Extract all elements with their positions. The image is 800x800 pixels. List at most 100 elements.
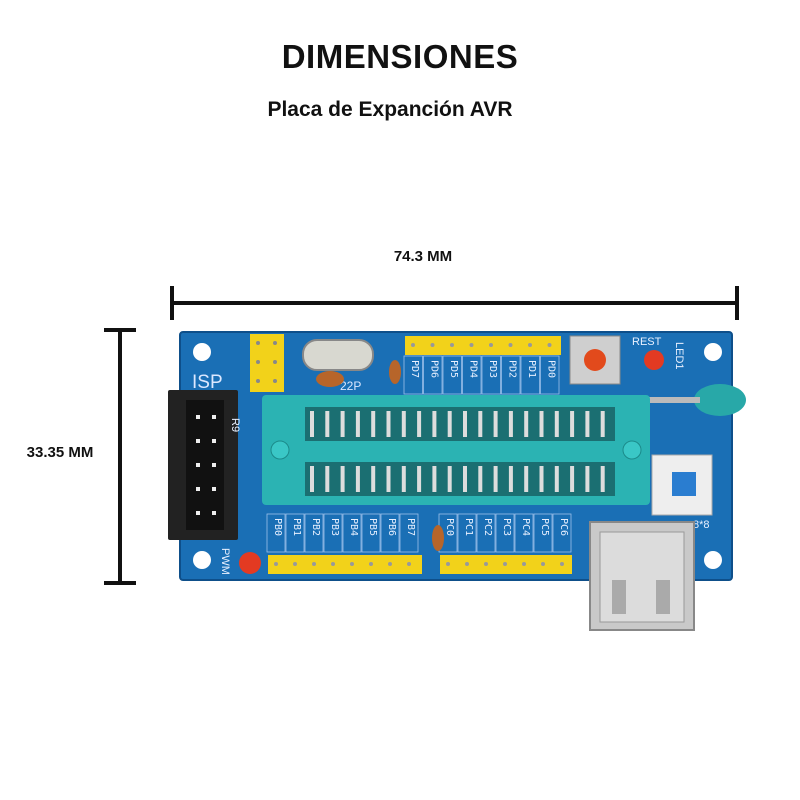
pin-label-box: [285, 513, 305, 553]
pin-label-box: [266, 513, 286, 553]
push-switch[interactable]: [651, 454, 713, 516]
pin-label-box: [552, 513, 572, 553]
header-pin: [446, 562, 450, 566]
port-c-pin-label: PC1: [463, 518, 474, 536]
isp-header: [250, 334, 284, 392]
pin-label-box: [501, 355, 521, 395]
height-dimension-line: [104, 328, 136, 585]
port-c-pin-label: PC0: [444, 518, 455, 536]
pin-label-box: [361, 513, 381, 553]
crystal: [302, 339, 374, 371]
port-b-pin-label: PB2: [310, 518, 321, 536]
zif-contact: [340, 411, 345, 437]
page-title: DIMENSIONES: [281, 38, 519, 75]
pin-label-box: [442, 355, 462, 395]
connector-pin: [212, 415, 216, 419]
zif-contact: [340, 466, 345, 492]
port-d-pin-label: PD1: [526, 360, 537, 378]
zif-contact: [310, 466, 314, 492]
zif-contact: [432, 411, 437, 437]
isp-10pin-connector: [168, 390, 238, 540]
header-pin: [274, 562, 278, 566]
connector-pin: [212, 511, 216, 515]
port-b-pin-label: PB0: [272, 518, 283, 536]
port-b-header: [268, 555, 422, 574]
header-pin: [312, 562, 316, 566]
zif-contact: [432, 466, 437, 492]
zif-contact: [417, 466, 422, 492]
zif-contact: [401, 411, 406, 437]
zif-contact: [570, 411, 575, 437]
connector-pin: [196, 439, 200, 443]
reset-button[interactable]: [569, 335, 621, 385]
pin-label-box: [476, 513, 496, 553]
pwm-led: [239, 552, 261, 574]
header-pin: [484, 562, 488, 566]
usb-a-connector: [589, 521, 695, 631]
pin-label-box: [540, 355, 560, 395]
pin-label-box: [323, 513, 343, 553]
mounting-holes: [193, 343, 722, 569]
zif-contact: [493, 466, 498, 492]
pin-label-box: [495, 513, 515, 553]
zif-contact: [478, 411, 483, 437]
zif-contact: [371, 466, 376, 492]
port-b-pin-label: PB6: [386, 518, 397, 536]
pin-label-box: [403, 355, 423, 395]
pwm-label: PWM: [219, 548, 231, 575]
connector-pin: [212, 439, 216, 443]
pin-label-box: [457, 513, 477, 553]
port-d-pin-label: PD5: [448, 360, 459, 378]
zif-contact: [386, 466, 391, 492]
zif-contact: [524, 466, 529, 492]
header-pin: [560, 562, 564, 566]
zif-contact: [570, 466, 575, 492]
zif-contact: [447, 411, 452, 437]
pin-label-box: [520, 355, 540, 395]
port-d-pin-label: PD4: [468, 360, 479, 378]
connector-pin: [196, 463, 200, 467]
port-c-pin-label: PC4: [520, 518, 531, 536]
led-label: LED1: [673, 342, 685, 370]
capacitor-label: 22P: [340, 379, 361, 393]
zif-contact: [417, 411, 422, 437]
zif-contact: [539, 466, 544, 492]
width-dimension-label: 74.3 MM: [393, 248, 453, 265]
zif-contact: [463, 411, 467, 437]
zif-contact: [386, 411, 391, 437]
header-pin: [293, 562, 297, 566]
port-b-pin-label: PB4: [348, 518, 359, 536]
header-pin: [411, 343, 415, 347]
zif-contact: [508, 411, 513, 437]
size-label: 8*8: [693, 519, 710, 531]
header-pin: [541, 562, 545, 566]
header-pin: [503, 562, 507, 566]
header-pin: [489, 343, 493, 347]
zif-contact: [600, 466, 605, 492]
port-d-pin-label: PD3: [487, 360, 498, 378]
header-pin: [469, 343, 474, 347]
zif-contact: [325, 411, 330, 437]
zif-contact: [371, 411, 376, 437]
port-c-pin-label: PC3: [501, 518, 512, 536]
port-b-pin-label: PB1: [291, 518, 302, 536]
reset-label: REST: [632, 336, 662, 348]
zif-contact: [355, 411, 360, 437]
capacitor: [316, 371, 344, 387]
zif-contact: [508, 466, 513, 492]
zif-contact: [585, 411, 590, 437]
connector-pin: [212, 487, 216, 491]
port-c-pin-label: PC5: [539, 518, 550, 536]
header-pin: [465, 562, 469, 566]
capacitor: [389, 360, 401, 384]
zif-contact: [310, 411, 314, 437]
port-d-header: [405, 336, 561, 355]
port-d-pin-label: PD6: [429, 360, 440, 378]
led: [644, 350, 664, 370]
header-pin: [508, 343, 513, 347]
pin-label-box: [514, 513, 534, 553]
header-pin: [350, 562, 354, 566]
port-d-pin-label: PD0: [546, 360, 557, 378]
port-c-pin-label: PC6: [558, 518, 569, 536]
